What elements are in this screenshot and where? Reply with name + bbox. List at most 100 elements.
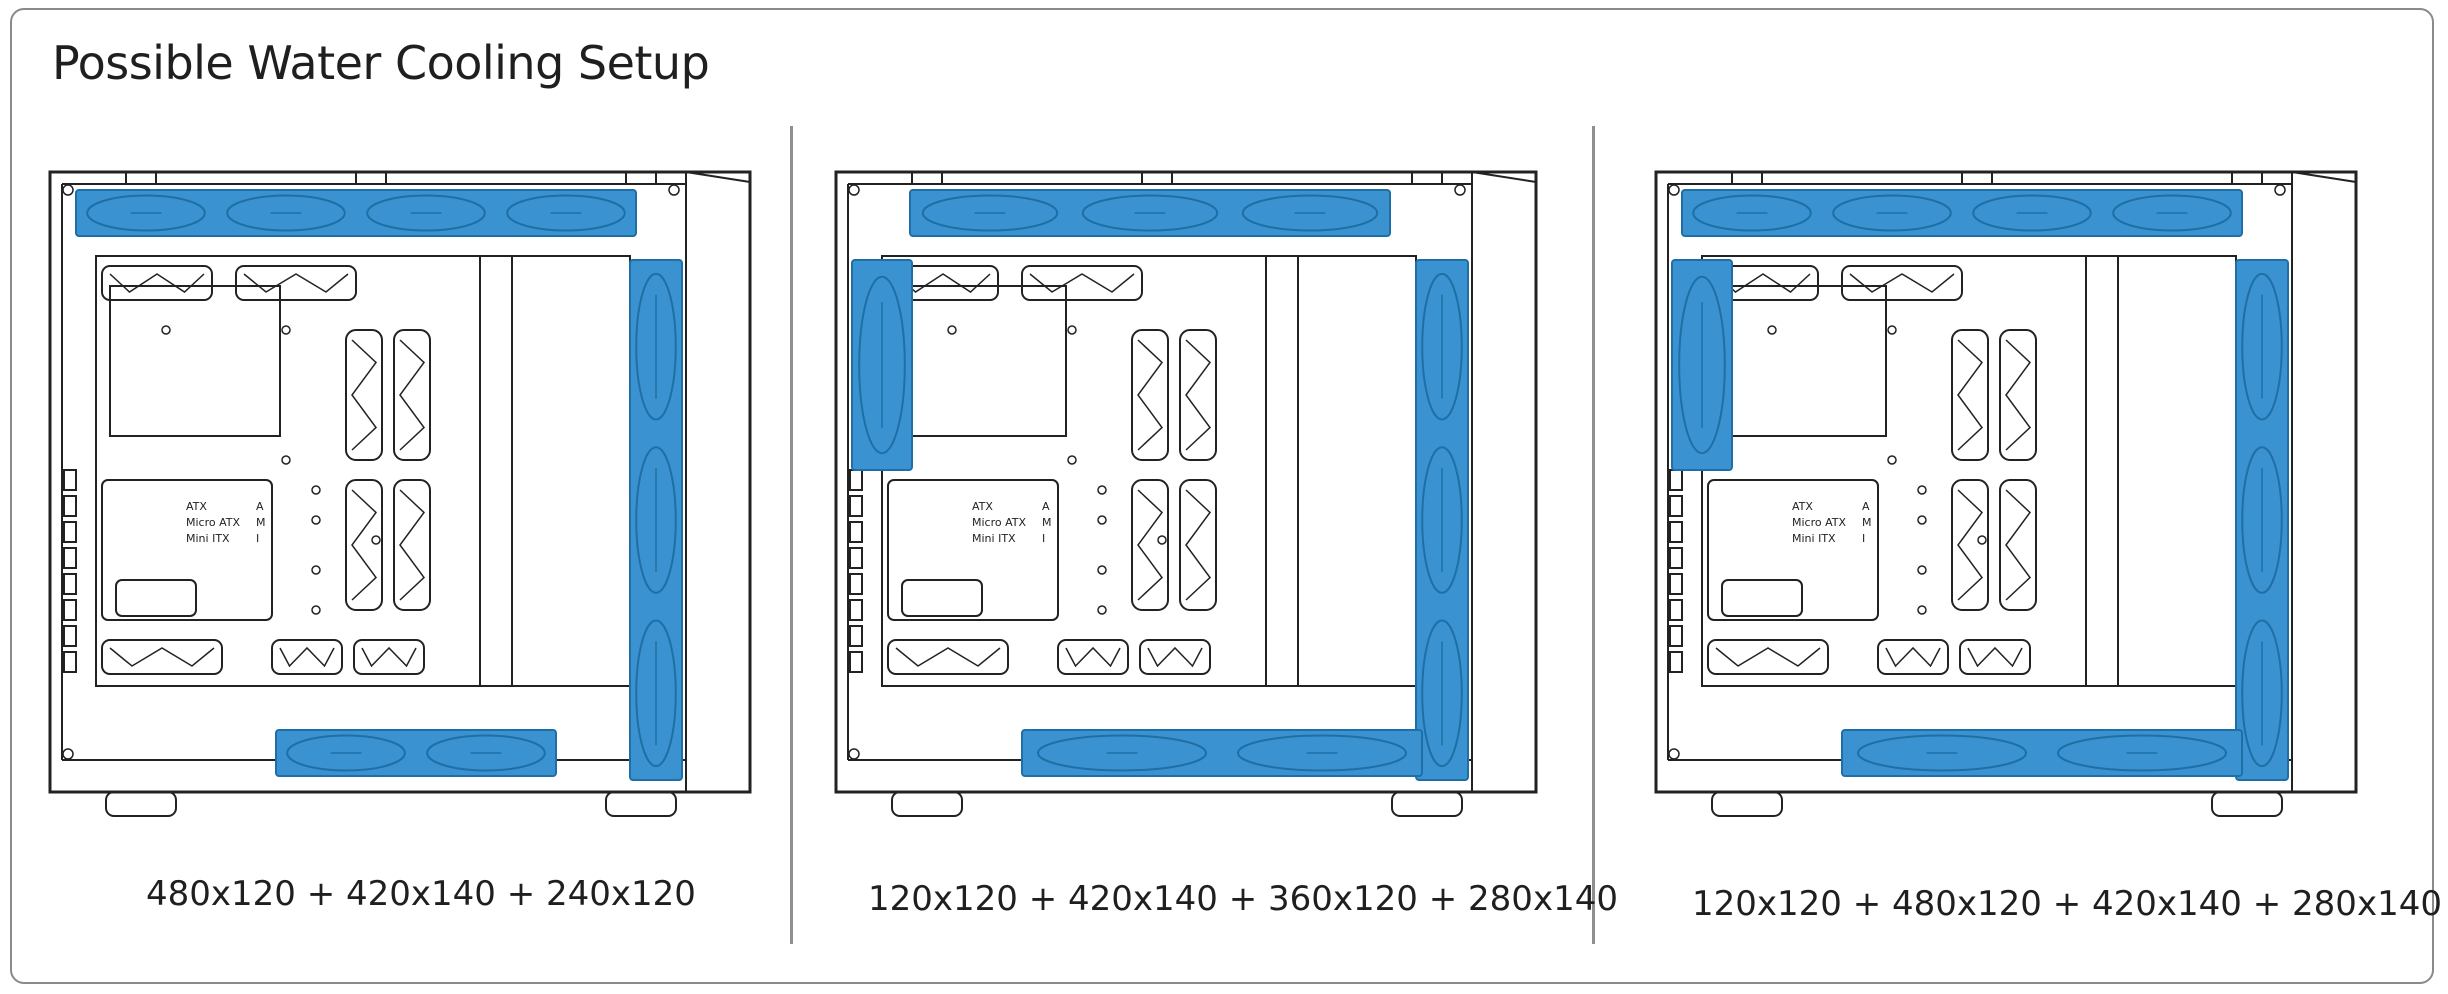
standoff [1887,325,1897,335]
case-shell [1654,170,2358,794]
standoff [1067,325,1077,335]
cutout-pattern [895,647,1001,667]
cpu-cutout [109,285,281,437]
cable-cutout [235,265,357,301]
fan-ring [635,272,677,421]
front-bezel-edge [2291,171,2357,183]
fan-ring [635,446,677,594]
fan-ring [1857,734,2027,772]
top-latch [1961,171,1993,185]
board-label: ATX [1792,500,1813,513]
expansion-slot [849,599,863,621]
fan-ring [858,275,906,455]
expansion-slot [63,469,77,491]
standoff [371,535,381,545]
top-latch [1731,171,1763,185]
case-shell [48,170,752,794]
expansion-slot [63,599,77,621]
standoff [1917,515,1927,525]
board-plate [101,479,273,621]
expansion-slot [1669,651,1683,673]
cutout-pattern [351,489,377,601]
cable-cutout [1959,639,2031,675]
top-latch [625,171,657,185]
cable-cutout [1179,329,1217,461]
standoff [281,325,291,335]
corner-screw [62,184,74,196]
cable-cutout [353,639,425,675]
cutout-pattern [1849,273,1955,293]
board-plate [1707,479,1879,621]
caption-setup-2: 120x120 + 420x140 + 360x120 + 280x140 [868,879,1618,919]
expansion-slot [849,651,863,673]
psu-shroud-panel [479,255,631,687]
standoff [1917,565,1927,575]
board-label: Micro ATX [1792,516,1846,529]
cable-cutout [1951,479,1989,611]
expansion-slot [1669,495,1683,517]
corner-screw [848,184,860,196]
cutout-pattern [1065,646,1121,668]
expansion-slot [849,625,863,647]
standoff [1157,535,1167,545]
fan-ring [1421,272,1463,421]
fan-ring [1832,194,1952,232]
divider-2 [1592,126,1595,944]
standoff [1097,565,1107,575]
fan-ring [86,194,206,232]
board-label: A [1862,500,1870,513]
expansion-slot [63,495,77,517]
bottom-radiator [1841,729,2243,777]
fan-ring [1241,194,1379,232]
corner-screw [2274,184,2286,196]
standoff [311,565,321,575]
board-label: Mini ITX [1792,532,1836,545]
cutout-pattern [399,339,425,451]
cutout-pattern [1137,339,1163,451]
corner-screw [668,184,680,196]
corner-screw [1668,184,1680,196]
corner-screw [848,748,860,760]
cable-cutout [1131,479,1169,611]
expansion-slot [1669,547,1683,569]
top-latch [125,171,157,185]
cpu-cutout [1715,285,1887,437]
board-plate [887,479,1059,621]
cable-cutout [1139,639,1211,675]
expansion-slot [849,495,863,517]
bottom-radiator [275,729,557,777]
corner-screw [1668,748,1680,760]
board-label: I [1042,532,1045,545]
standoff [1917,485,1927,495]
fan-ring [1421,619,1463,768]
top-latch [911,171,943,185]
fan-ring [226,194,346,232]
fan-ring [286,734,406,772]
fan-ring [1972,194,2092,232]
fan-ring [2241,446,2283,594]
top-latch [355,171,387,185]
case-foot-front [1391,791,1463,817]
standoff [947,325,957,335]
standoff [1887,455,1897,465]
expansion-slot [1669,469,1683,491]
expansion-slot [63,521,77,543]
cable-cutout [101,265,213,301]
standoff [311,605,321,615]
standoff [311,515,321,525]
cutout-pattern [1029,273,1135,293]
standoff [1067,455,1077,465]
cutout-pattern [1185,489,1211,601]
expansion-slot [63,573,77,595]
cutout-pattern [2005,339,2031,451]
cutout-pattern [1957,489,1983,601]
standoff [1917,605,1927,615]
expansion-slot [849,469,863,491]
caption-setup-1: 480x120 + 420x140 + 240x120 [146,874,696,914]
psu-shroud-panel [2085,255,2237,687]
cutout-pattern [1957,339,1983,451]
grommet-cutout [901,579,983,617]
cutout-pattern [243,273,349,293]
